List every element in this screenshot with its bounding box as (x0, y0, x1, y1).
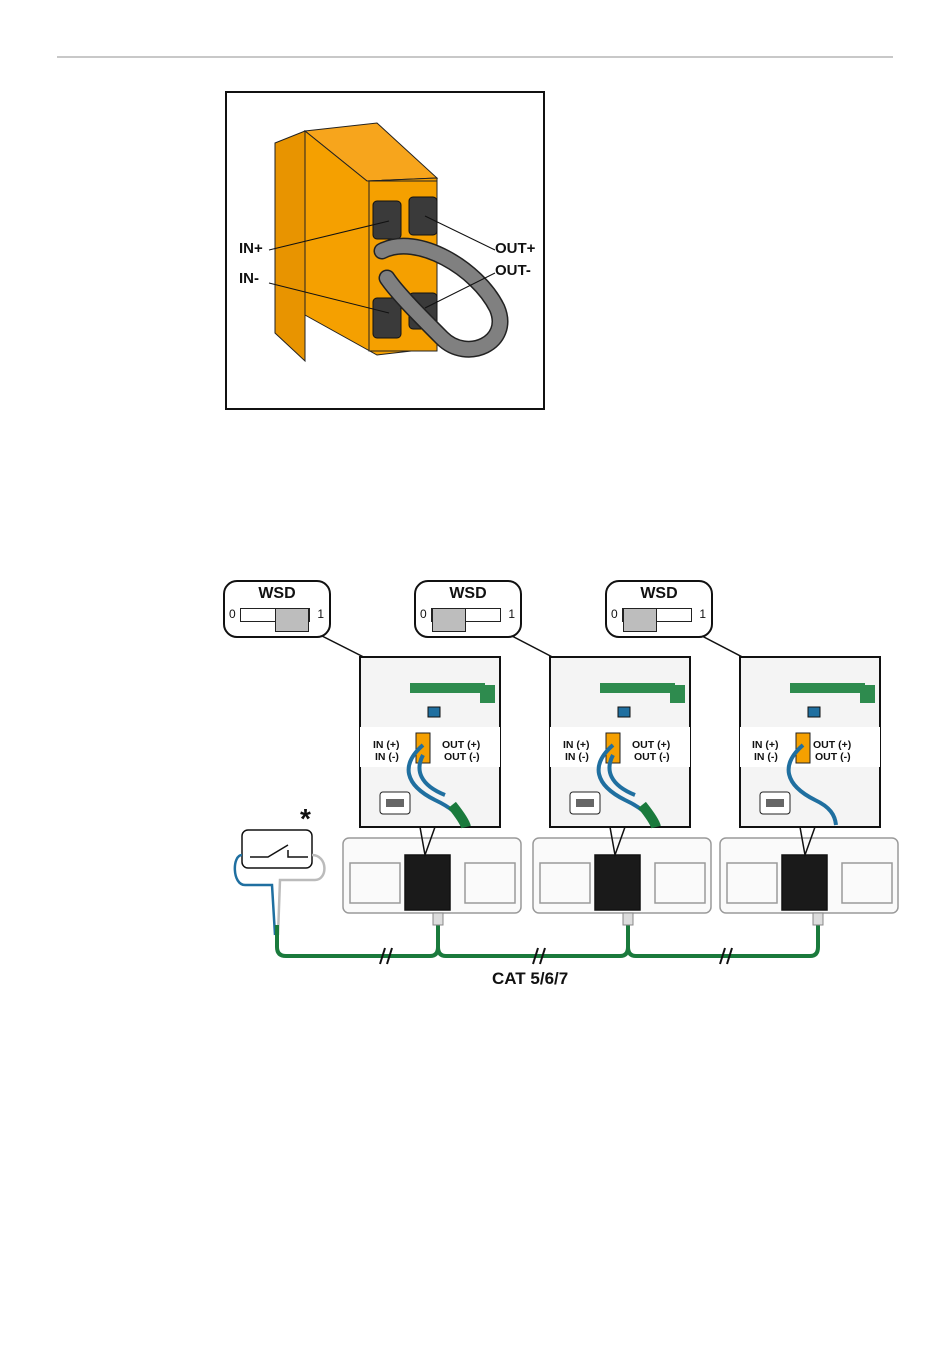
label-in-plus: IN+ (239, 240, 263, 257)
label-out-minus-1: OUT (-) (444, 751, 480, 763)
asterisk-marker: * (300, 803, 311, 835)
wsd-label-1: 1 (317, 607, 324, 621)
label-in-minus: IN- (239, 270, 259, 287)
label-in-plus-1: IN (+) (373, 739, 400, 751)
terminal-in-minus (373, 298, 401, 338)
wsd-title: WSD (416, 585, 520, 603)
wsd-label-0: 0 (611, 607, 618, 621)
wsd-switch-2[interactable]: WSD 0 1 (414, 580, 522, 638)
terminal-out-plus (409, 197, 437, 235)
cable-label: CAT 5/6/7 (492, 969, 568, 989)
label-out-plus-3: OUT (+) (813, 739, 851, 751)
label-out-minus-3: OUT (-) (815, 751, 851, 763)
wsd-track (240, 608, 310, 622)
wiring-figure: WSD 0 1 WSD 0 1 WSD 0 1 IN (+) IN (-) OU… (220, 575, 910, 995)
wsd-track (622, 608, 692, 622)
label-out-minus: OUT- (495, 262, 531, 279)
wsd-switch-1[interactable]: WSD 0 1 (223, 580, 331, 638)
device-body-2 (533, 838, 711, 913)
cat-cable (277, 920, 818, 956)
wsd-label-1: 1 (508, 607, 515, 621)
terminal-in-plus (373, 201, 401, 239)
wsd-switch-3[interactable]: WSD 0 1 (605, 580, 713, 638)
label-out-plus: OUT+ (495, 240, 535, 257)
device-body-3 (720, 838, 898, 913)
label-out-plus-1: OUT (+) (442, 739, 480, 751)
wsd-title: WSD (225, 585, 329, 603)
label-in-minus-2: IN (-) (565, 751, 589, 763)
label-in-minus-1: IN (-) (375, 751, 399, 763)
device-body-1 (343, 838, 521, 913)
wsd-knob[interactable] (432, 608, 466, 632)
connector-side (275, 131, 305, 361)
label-out-plus-2: OUT (+) (632, 739, 670, 751)
label-in-plus-3: IN (+) (752, 739, 779, 751)
wsd-track (431, 608, 501, 622)
label-in-plus-2: IN (+) (563, 739, 590, 751)
wsd-label-1: 1 (699, 607, 706, 621)
wsd-title: WSD (607, 585, 711, 603)
wsd-knob[interactable] (623, 608, 657, 632)
header-rule (57, 56, 893, 58)
wsd-label-0: 0 (229, 607, 236, 621)
wsd-knob[interactable] (275, 608, 309, 632)
wiring-illustration (220, 575, 910, 995)
external-switch-box (242, 830, 312, 868)
wsd-label-0: 0 (420, 607, 427, 621)
connector-figure: IN+ IN- OUT+ OUT- (225, 91, 545, 410)
label-out-minus-2: OUT (-) (634, 751, 670, 763)
label-in-minus-3: IN (-) (754, 751, 778, 763)
